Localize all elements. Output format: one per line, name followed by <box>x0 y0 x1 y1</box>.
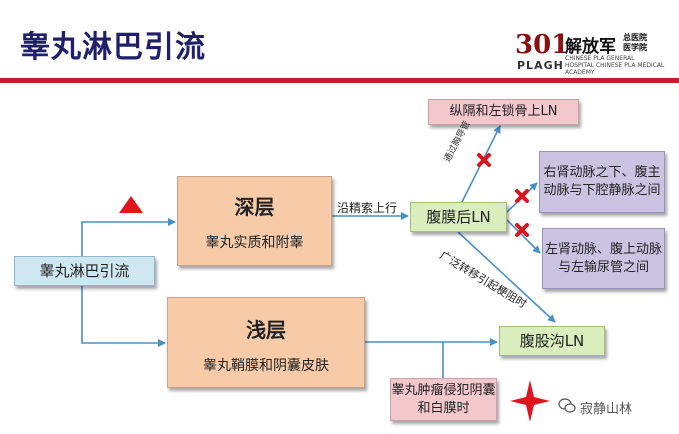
node-deep-title: 深层 <box>234 195 275 219</box>
node-left-renal: 左肾动脉、腹上动脉与左输尿管之间 <box>542 228 665 289</box>
logo-name: 解放军 <box>565 37 616 57</box>
node-shallow: 浅层 睾丸鞘膜和阴囊皮肤 <box>167 297 365 388</box>
edge-main-to-deep <box>81 218 176 256</box>
cross-icon <box>477 153 491 167</box>
up-triangle-icon <box>119 196 143 213</box>
star-icon <box>510 380 550 422</box>
watermark-label: 寂静山林 <box>580 402 633 417</box>
node-right-renal: 右肾动脉之下、腹主动脉与下腔静脉之间 <box>539 151 665 213</box>
logo-sub: 总医院 医学院 <box>623 33 647 52</box>
node-right-renal-text: 右肾动脉之下、腹主动脉与下腔静脉之间 <box>543 165 661 198</box>
node-shallow-title: 浅层 <box>246 318 286 342</box>
node-deep-sub: 睾丸实质和附睾 <box>205 235 304 251</box>
cross-icon <box>515 223 529 237</box>
hospital-logo: 301 PLAGH 解放军 总医院 医学院 CHINESE PLA GENERA… <box>515 30 665 76</box>
node-inguinal: 腹股沟LN <box>499 326 605 356</box>
wechat-icon <box>558 398 576 413</box>
logo-plagh: PLAGH <box>517 59 564 72</box>
logo-number: 301 <box>515 30 570 60</box>
node-main: 睾丸淋巴引流 <box>14 256 155 286</box>
edge-label-along: 沿精索上行 <box>337 201 398 215</box>
cross-icon <box>515 189 529 203</box>
page-title: 睾丸淋巴引流 <box>20 30 206 65</box>
watermark-text: 寂静山林 <box>580 398 632 417</box>
node-left-renal-text: 左肾动脉、腹上动脉与左输尿管之间 <box>544 241 662 275</box>
edge-rp-to-left-renal <box>506 219 541 254</box>
edge-rp-to-inguinal <box>457 231 556 323</box>
node-retroperitoneal: 腹膜后LN <box>410 202 507 232</box>
title-underline <box>0 78 679 83</box>
logo-tiny: CHINESE PLA GENERAL HOSPITAL CHINESE PLA… <box>565 55 665 76</box>
edge-main-to-shallow <box>81 286 166 347</box>
node-tumor-text: 睾丸肿瘤侵犯阴囊和白膜时 <box>391 382 496 416</box>
node-deep: 深层 睾丸实质和附睾 <box>177 176 332 266</box>
node-mediastinal: 纵隔和左锁骨上LN <box>428 99 579 125</box>
node-tumor: 睾丸肿瘤侵犯阴囊和白膜时 <box>390 378 497 421</box>
node-shallow-sub: 睾丸鞘膜和阴囊皮肤 <box>203 358 329 374</box>
